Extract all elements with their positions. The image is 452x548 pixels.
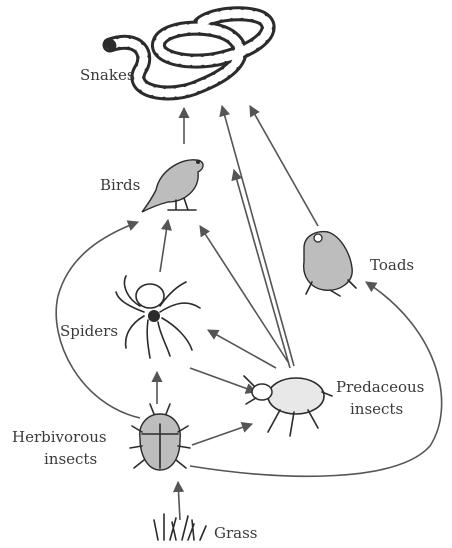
arrow-spiders-to-predaceous — [190, 368, 256, 392]
arrow-herbivorous-to-birds — [56, 222, 140, 418]
spider-head — [148, 310, 160, 322]
arrows — [56, 106, 441, 520]
arrow-predaceous-to-snakes — [222, 106, 294, 366]
bird-illustration — [142, 160, 203, 212]
arrow-toads-to-snakes — [250, 106, 318, 226]
toad-body — [304, 232, 352, 291]
label-toads: Toads — [370, 256, 414, 274]
bird-eye — [196, 160, 200, 164]
spider-abdomen — [136, 284, 164, 308]
arrow-herbivorous-to-predaceous — [192, 424, 252, 445]
label-snakes: Snakes — [80, 66, 135, 84]
label-predaceous-line2: insects — [350, 400, 403, 418]
predaceous-insect-illustration — [244, 376, 332, 436]
label-predaceous-line1: Predaceous — [336, 378, 424, 396]
spider-illustration — [116, 276, 200, 358]
label-herbivorous-line1: Herbivorous — [12, 428, 107, 446]
label-spiders: Spiders — [60, 322, 118, 340]
arrow-grass-to-herbivorous — [178, 482, 180, 520]
predaceous-insect-head — [252, 384, 272, 400]
toad-illustration — [304, 232, 356, 296]
arrow-predaceous-to-spiders — [208, 330, 276, 368]
arrow-spiders-to-birds — [160, 220, 168, 272]
label-birds: Birds — [100, 176, 140, 194]
label-grass: Grass — [214, 524, 258, 542]
herbivorous-insect-illustration — [130, 404, 190, 470]
toad-eye — [314, 234, 322, 242]
arrow-spiders-to-snakes — [234, 170, 290, 368]
bird-body — [142, 160, 203, 212]
predaceous-insect-body — [268, 378, 324, 414]
label-herbivorous-line2: insects — [44, 450, 97, 468]
